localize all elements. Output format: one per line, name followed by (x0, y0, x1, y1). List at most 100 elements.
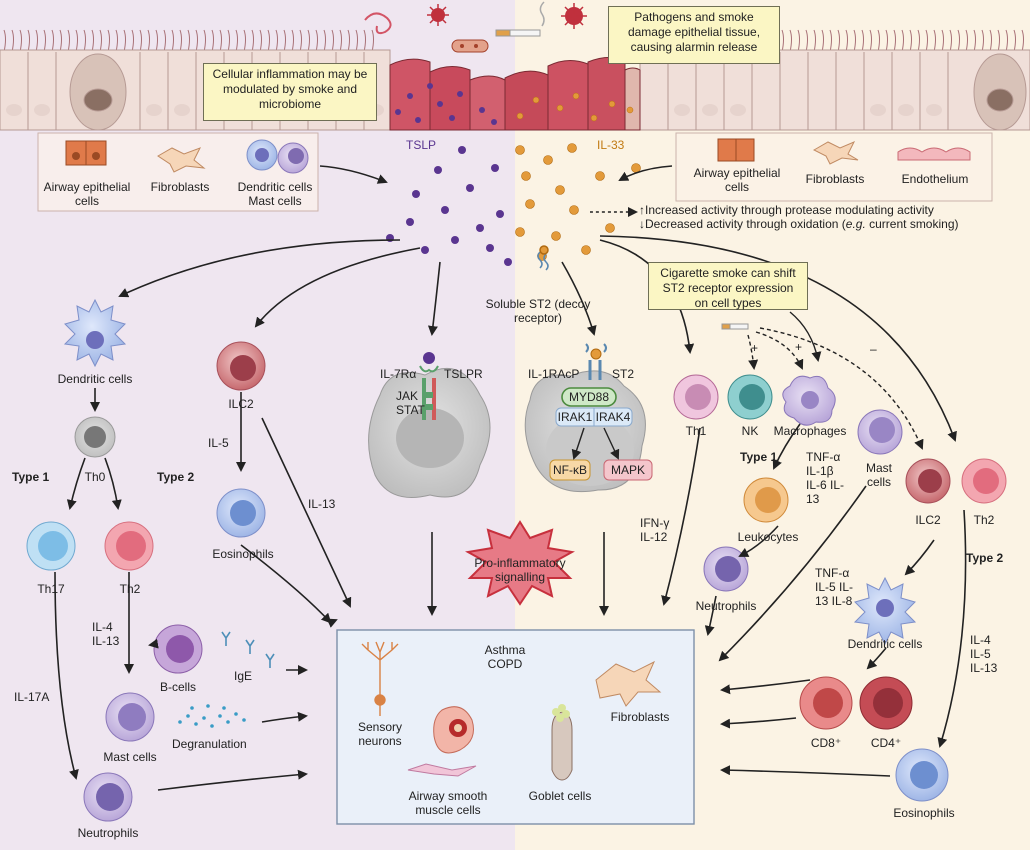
myd88-label: MYD88 (568, 390, 609, 404)
left-fibroblasts-label: Fibroblasts (150, 180, 210, 194)
tslp-cell (368, 352, 491, 498)
left-ilc2-cell (216, 341, 266, 391)
right-neutrophil-cell (703, 546, 749, 592)
leukocytes-label: Leukocytes (737, 530, 799, 544)
th0-label: Th0 (84, 470, 106, 484)
left-type1-label: Type 1 (12, 470, 50, 484)
flow-arrows-upper (118, 165, 957, 442)
stat-label: STAT (396, 403, 425, 417)
left-mast-cell (105, 692, 155, 742)
il1racp-label: IL-1RAcP (528, 367, 580, 381)
nk-label: NK (741, 424, 759, 438)
tslp-dots (386, 146, 512, 266)
fibroblast-icon (157, 147, 206, 173)
right-fibroblast-icon (812, 141, 859, 165)
cd8-cell (799, 676, 853, 730)
left-il13-label: IL-13 (308, 497, 336, 511)
right-type1-label: Type 1 (740, 450, 778, 464)
target-fibroblast-icon (595, 660, 662, 707)
dendritic-mast-icon (246, 139, 309, 174)
right-neutrophils-label: Neutrophils (695, 599, 757, 613)
cd4-cell (859, 676, 913, 730)
ige-label: IgE (234, 669, 253, 683)
note-arrow (789, 311, 822, 362)
ige-icons (221, 631, 275, 668)
right-ilc2-cell (905, 458, 951, 504)
right-il-cytokines: IL-4 IL-5 IL-13 (970, 633, 998, 675)
note-cigarette: Cigarette smoke can shift ST2 receptor e… (648, 262, 808, 310)
ifng-label: IFN-γ IL-12 (640, 516, 670, 544)
airway-smooth-label: Airway smooth muscle cells (408, 789, 488, 817)
left-airway-label: Airway epithelial cells (43, 180, 131, 208)
right-dendritic-cell (853, 576, 917, 646)
left-eosinophil (216, 488, 266, 538)
tslpr-label: TSLPR (444, 367, 483, 381)
target-box-frame (336, 629, 695, 825)
note-pathogens: Pathogens and smoke damage epithelial ti… (608, 6, 780, 64)
left-th2-label: Th2 (119, 582, 141, 596)
bcell (153, 624, 203, 674)
il33-label: IL-33 (597, 138, 625, 152)
right-eosinophil-cell (895, 748, 949, 802)
cd4-label: CD4⁺ (870, 736, 902, 750)
leukocyte-cell (743, 477, 789, 523)
signalling-label: Pro-inflammatory signalling (474, 556, 566, 584)
damaged-epithelium (389, 56, 641, 131)
right-th2-cell (961, 458, 1007, 504)
burst-shape (465, 520, 575, 606)
signal-arrows (571, 427, 620, 460)
irak4-label: IRAK4 (595, 410, 631, 424)
endothelium-icon (897, 147, 971, 161)
myd88-shape (561, 387, 617, 407)
il7ra-label: IL-7Rα (380, 367, 417, 381)
left-dendritic-label: Dendritic cells (57, 372, 133, 386)
airway-smooth-icon (407, 706, 477, 777)
center-arrows (427, 532, 609, 616)
nfkb-shape (549, 459, 591, 481)
il33-increased-activity: ↑Increased activity through protease mod… (639, 203, 934, 217)
note-inflammation: Cellular inflammation may be modulated b… (203, 63, 377, 121)
note-cigarette-icon (721, 323, 749, 330)
right-th1-cell (673, 374, 719, 420)
degranulation-dots (178, 704, 246, 728)
right-eosinophils-label: Eosinophils (893, 806, 955, 820)
th17-label: Th17 (37, 582, 65, 596)
tslp-granules-epithelium (395, 83, 497, 125)
st2-label: ST2 (612, 367, 635, 381)
left-eosinophils-label: Eosinophils (212, 547, 274, 561)
cigarette-dashed-arrows (747, 327, 924, 450)
target-fibroblasts-label: Fibroblasts (610, 710, 670, 724)
right-arrows (661, 423, 967, 777)
left-neutrophil (83, 772, 133, 822)
left-mast-label: Mast cells (103, 750, 157, 764)
macro-cytokines: TNF-α IL-1β IL-6 IL-13 (806, 450, 845, 506)
airway-epithelial-icon (65, 140, 107, 166)
right-mast-cell (857, 409, 903, 455)
irak1-label: IRAK1 (557, 410, 593, 424)
right-type2-label: Type 2 (966, 551, 1004, 565)
cd8-label: CD8⁺ (810, 736, 842, 750)
right-ilc2-label: ILC2 (915, 513, 941, 527)
il33-decreased-activity: ↓Decreased activity through oxidation (e… (639, 217, 959, 231)
right-fibroblasts-label: Fibroblasts (805, 172, 865, 186)
plus-2: + (795, 340, 803, 354)
mapk-shape (603, 459, 653, 481)
endothelium-label: Endothelium (901, 172, 969, 186)
goblet-icon (551, 704, 573, 781)
nfkb-label: NF-κB (553, 463, 587, 477)
il33-granules-epithelium (516, 92, 634, 122)
left-th2-cell (104, 521, 154, 571)
mast-cytokines: TNF-α IL-5 IL-13 IL-8 (815, 566, 854, 608)
left-dendritic-cell (63, 298, 127, 368)
il17a-label: IL-17A (14, 690, 50, 704)
mapk-label: MAPK (610, 463, 645, 477)
th0-cell (74, 416, 116, 458)
disease-label: Asthma COPD (484, 643, 526, 671)
right-macrophage-cell (782, 375, 836, 426)
il4-il13-label: IL-4 IL-13 (92, 620, 120, 648)
goblet-label: Goblet cells (528, 789, 592, 803)
macrophages-label: Macrophages (773, 424, 847, 438)
soluble-st2-icon (537, 245, 549, 271)
